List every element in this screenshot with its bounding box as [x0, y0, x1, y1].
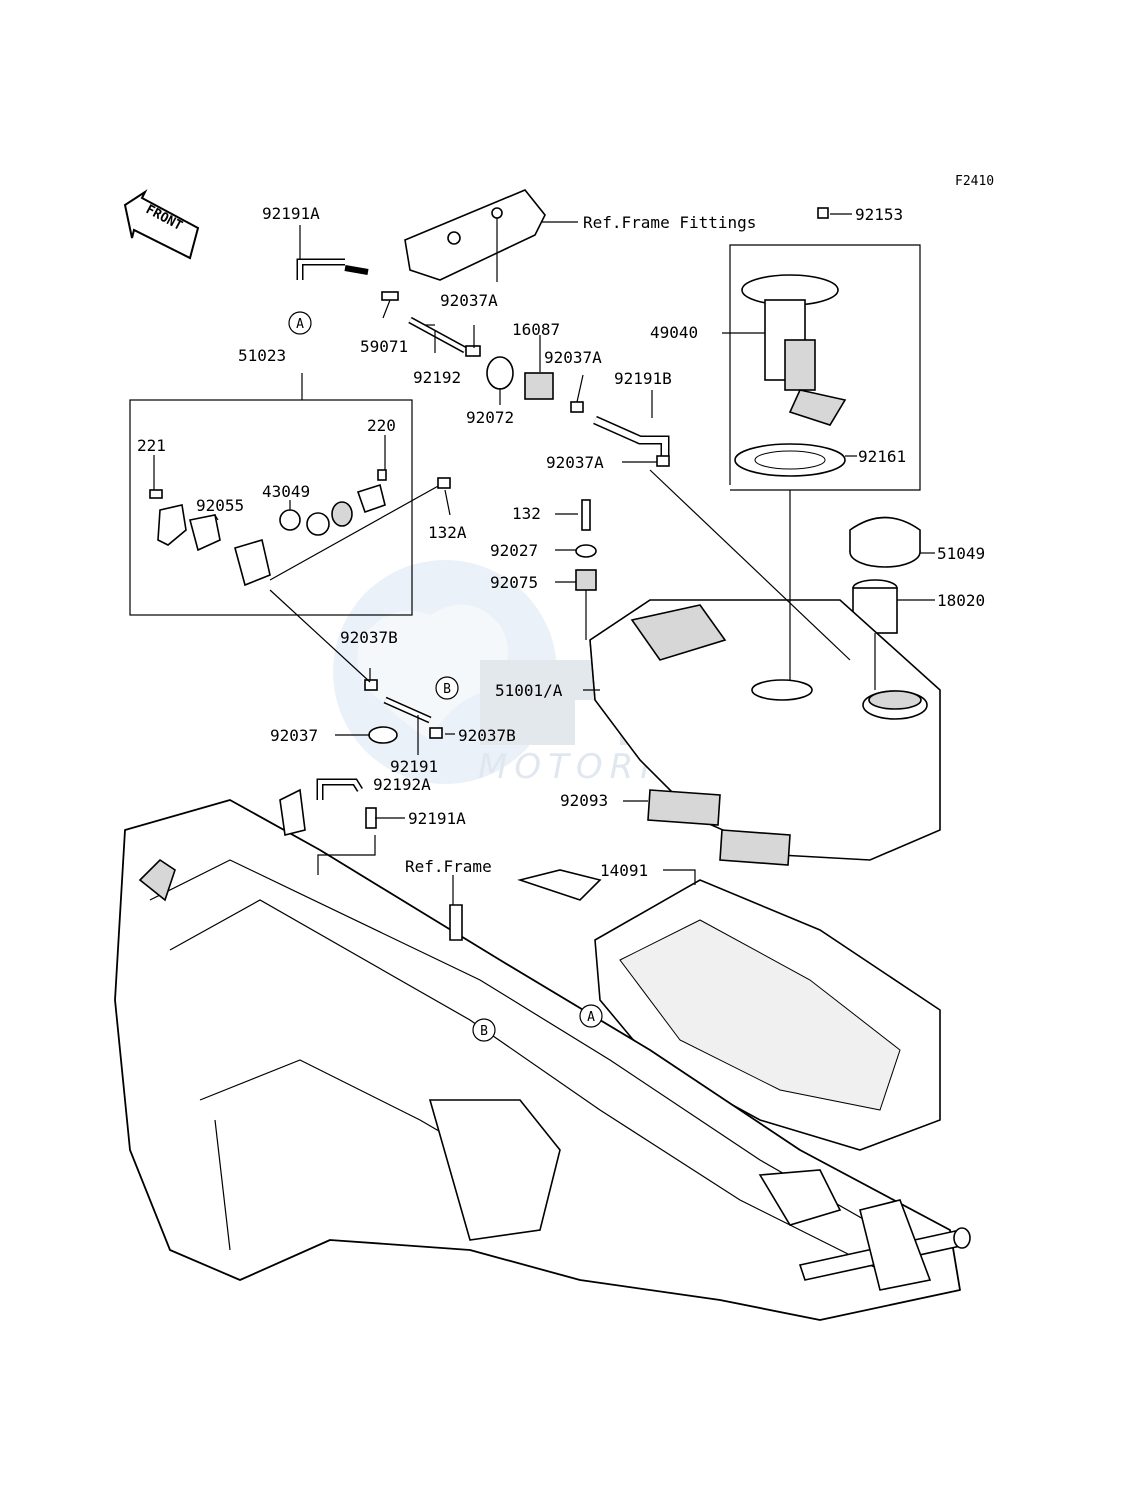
vehicle-frame [114, 788, 971, 1321]
part-92093: 92093 [560, 791, 608, 810]
part-14091: 14091 [600, 861, 648, 880]
part-16087: 16087 [512, 320, 560, 339]
fuel-pump-assembly [734, 207, 847, 477]
part-220: 220 [367, 416, 396, 435]
part-92191A-low: 92191A [408, 809, 466, 828]
ref-frame-fittings: Ref.Frame Fittings [583, 213, 756, 232]
tank-fittings [575, 499, 597, 591]
callout-a-frame-label: A [587, 1010, 595, 1025]
group-box-49040 [729, 244, 921, 491]
filler-neck [852, 579, 898, 634]
tank-tray [594, 879, 941, 1151]
part-43049: 43049 [262, 482, 310, 501]
part-92072: 92072 [466, 408, 514, 427]
callout-a-top-label: A [296, 317, 304, 332]
fuel-cap [849, 516, 921, 568]
top-hose-parts [296, 258, 670, 467]
callout-a-top: A [288, 311, 312, 335]
part-92037B-top: 92037B [340, 628, 398, 647]
part-221: 221 [137, 436, 166, 455]
callout-b-frame: B [472, 1018, 496, 1042]
part-92037A-top: 92037A [440, 291, 498, 310]
part-92191B: 92191B [614, 369, 672, 388]
part-18020: 18020 [937, 591, 985, 610]
part-92191: 92191 [390, 757, 438, 776]
part-92192A: 92192A [373, 775, 431, 794]
callout-a-frame: A [579, 1004, 603, 1028]
frame-fittings-bracket [404, 189, 546, 281]
part-92037A-low: 92037A [546, 453, 604, 472]
part-51001A: 51001/A [495, 681, 563, 700]
part-92037: 92037 [270, 726, 318, 745]
part-51049: 51049 [937, 544, 985, 563]
part-92192: 92192 [413, 368, 461, 387]
leader-lines [153, 213, 935, 905]
part-92153: 92153 [855, 205, 903, 224]
part-132A: 132A [428, 523, 467, 542]
part-49040: 49040 [650, 323, 698, 342]
part-51023: 51023 [238, 346, 286, 365]
front-arrow-icon: FRONT [123, 189, 200, 260]
callout-b-top-label: B [443, 682, 451, 697]
part-59071: 59071 [360, 337, 408, 356]
diagram-code: F2410 [955, 174, 994, 189]
part-92055: 92055 [196, 496, 244, 515]
callout-b-top: B [435, 676, 459, 700]
part-92161: 92161 [858, 447, 906, 466]
part-132: 132 [512, 504, 541, 523]
part-92191A-top: 92191A [262, 204, 320, 223]
fuel-cock-parts [149, 469, 451, 587]
tank-pads [647, 789, 791, 866]
group-box-51023 [129, 399, 413, 616]
part-92037A-mid: 92037A [544, 348, 602, 367]
part-labels: 92191A Ref.Frame Fittings 92153 92037A 5… [137, 204, 985, 880]
part-92027: 92027 [490, 541, 538, 560]
part-92037B-right: 92037B [458, 726, 516, 745]
ref-frame: Ref.Frame [405, 857, 492, 876]
fuel-tank [589, 599, 941, 861]
part-92075: 92075 [490, 573, 538, 592]
callout-b-frame-label: B [480, 1024, 488, 1039]
